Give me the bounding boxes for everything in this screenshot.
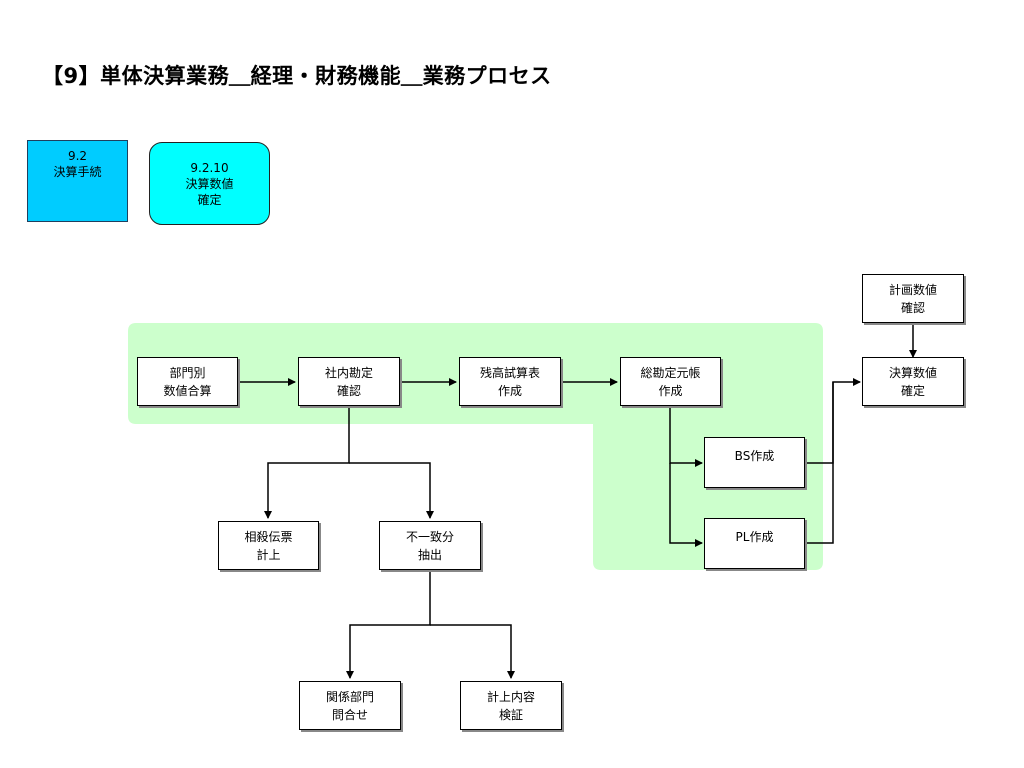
arrow-ledger-to-pl [669, 463, 703, 547]
node-plan-confirm-line1: 計画数値 [888, 282, 937, 297]
arrow-mismatch-to-verify [430, 624, 515, 679]
subsection-header-box: 9.2.10 決算数値 確定 [149, 142, 270, 225]
node-offset-slip: 相殺伝票 計上 [218, 521, 319, 570]
node-content-verify: 計上内容 検証 [460, 681, 562, 730]
node-pl-label: PL作成 [735, 530, 774, 544]
node-pl: PL作成 [704, 518, 805, 569]
connector-mismatch-down [346, 570, 431, 679]
node-plan-confirm: 計画数値 確認 [862, 274, 964, 323]
subsection-label-line1: 決算数値 [185, 176, 234, 191]
node-mismatch-line1: 不一致分 [405, 529, 454, 544]
node-general-ledger: 総勘定元帳 作成 [620, 357, 721, 406]
node-dept-sum-line1: 部門別 [169, 365, 206, 380]
node-mismatch-line2: 抽出 [417, 547, 442, 562]
subsection-label-line2: 確定 [197, 192, 222, 207]
node-trial-balance: 残高試算表 作成 [459, 357, 561, 406]
page-title: 【9】単体決算業務＿経理・財務機能＿業務プロセス [42, 64, 552, 88]
arrow-pl-to-final [805, 378, 861, 544]
node-bs-label: BS作成 [734, 449, 775, 463]
node-general-ledger-line1: 総勘定元帳 [640, 365, 701, 380]
section-label: 決算手続 [53, 165, 102, 179]
node-dept-inquiry: 関係部門 問合せ [299, 681, 401, 730]
section-header-box: 9.2 決算手続 [27, 140, 128, 222]
node-offset-slip-line2: 計上 [256, 547, 281, 562]
node-trial-balance-line1: 残高試算表 [479, 365, 540, 380]
node-dept-inquiry-line1: 関係部門 [325, 689, 374, 704]
node-internal-check: 社内勘定 確認 [298, 357, 400, 406]
node-final-confirm: 決算数値 確定 [862, 357, 964, 406]
node-offset-slip-line1: 相殺伝票 [244, 529, 293, 544]
node-final-confirm-line1: 決算数値 [888, 365, 937, 380]
node-final-confirm-line2: 確定 [900, 383, 925, 398]
node-content-verify-line2: 検証 [498, 707, 523, 722]
node-internal-check-line1: 社内勘定 [324, 365, 373, 380]
node-dept-sum: 部門別 数値合算 [137, 357, 238, 406]
subsection-number: 9.2.10 [190, 160, 229, 175]
section-number: 9.2 [67, 149, 88, 163]
node-mismatch: 不一致分 抽出 [379, 521, 481, 570]
arrow-check-to-mismatch [349, 462, 434, 519]
node-bs: BS作成 [704, 437, 805, 488]
node-content-verify-line1: 計上内容 [486, 689, 535, 704]
node-dept-sum-line2: 数値合算 [163, 383, 212, 398]
node-dept-inquiry-line2: 問合せ [331, 707, 368, 722]
connector-check-down [264, 406, 350, 519]
node-plan-confirm-line2: 確認 [900, 300, 925, 315]
node-general-ledger-line2: 作成 [658, 383, 683, 398]
node-internal-check-line2: 確認 [336, 383, 361, 398]
node-trial-balance-line2: 作成 [497, 383, 522, 398]
